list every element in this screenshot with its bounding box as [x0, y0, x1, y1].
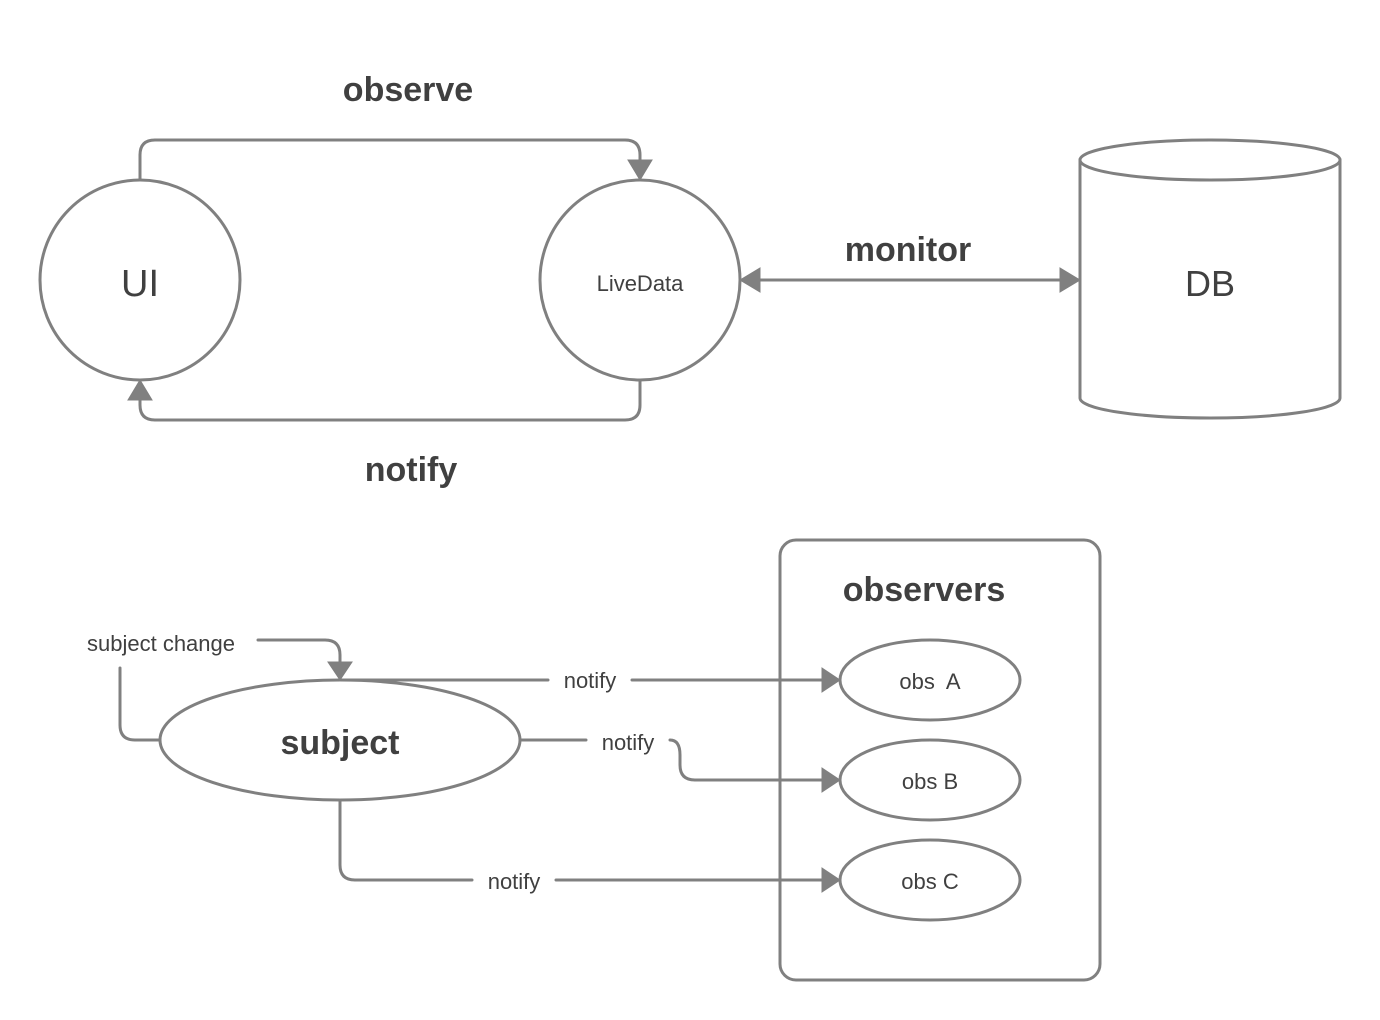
observer-node-c: obs C	[838, 838, 1022, 922]
ui-node: UI	[38, 178, 242, 382]
notify-arrowhead-b	[821, 767, 841, 793]
observe-connector	[138, 138, 642, 182]
observer-ellipse-b	[838, 738, 1022, 822]
notify-label-b: notify	[602, 730, 655, 755]
notify-arrowhead-c	[821, 867, 841, 893]
db-cylinder-top	[1078, 138, 1342, 182]
monitor-label: monitor	[845, 231, 972, 269]
notify-connector-b	[518, 738, 824, 782]
notify-label-top: notify	[365, 451, 458, 489]
monitor-arrowhead-left	[739, 267, 761, 293]
subject-label: subject	[280, 724, 399, 762]
notify-label-a: notify	[564, 668, 617, 693]
observer-label-b: obs B	[902, 769, 958, 794]
livedata-label: LiveData	[597, 271, 685, 296]
subject-change-label: subject change	[87, 631, 235, 656]
db-label: DB	[1185, 263, 1235, 304]
notify-connector-c	[338, 798, 824, 882]
ui-label: UI	[121, 263, 159, 305]
observe-label: observe	[343, 71, 473, 109]
observer-label-a: obs A	[899, 669, 960, 694]
observer-ellipse-a	[838, 638, 1022, 722]
observe-arrowhead	[627, 159, 653, 181]
db-node: DB	[1078, 138, 1342, 420]
notify-label-c: notify	[488, 869, 541, 894]
subject-node: subject	[158, 678, 522, 802]
subject-change-arrowhead	[327, 661, 353, 681]
subject-ellipse	[158, 678, 522, 802]
notify-arrowhead-top	[127, 379, 153, 401]
db-cylinder-body	[1078, 158, 1342, 420]
observer-node-a: obs A	[838, 638, 1022, 722]
observers-title: observers	[843, 571, 1006, 609]
livedata-node: LiveData	[538, 178, 742, 382]
observer-ellipse-c	[838, 838, 1022, 922]
monitor-arrowhead-right	[1059, 267, 1081, 293]
observer-label-c: obs C	[901, 869, 959, 894]
notify-connector-top	[138, 378, 642, 422]
notify-arrowhead-a	[821, 667, 841, 693]
subject-change-connector	[118, 666, 162, 742]
subject-change-arrow	[256, 638, 342, 664]
observer-node-b: obs B	[838, 738, 1022, 822]
ui-circle	[38, 178, 242, 382]
